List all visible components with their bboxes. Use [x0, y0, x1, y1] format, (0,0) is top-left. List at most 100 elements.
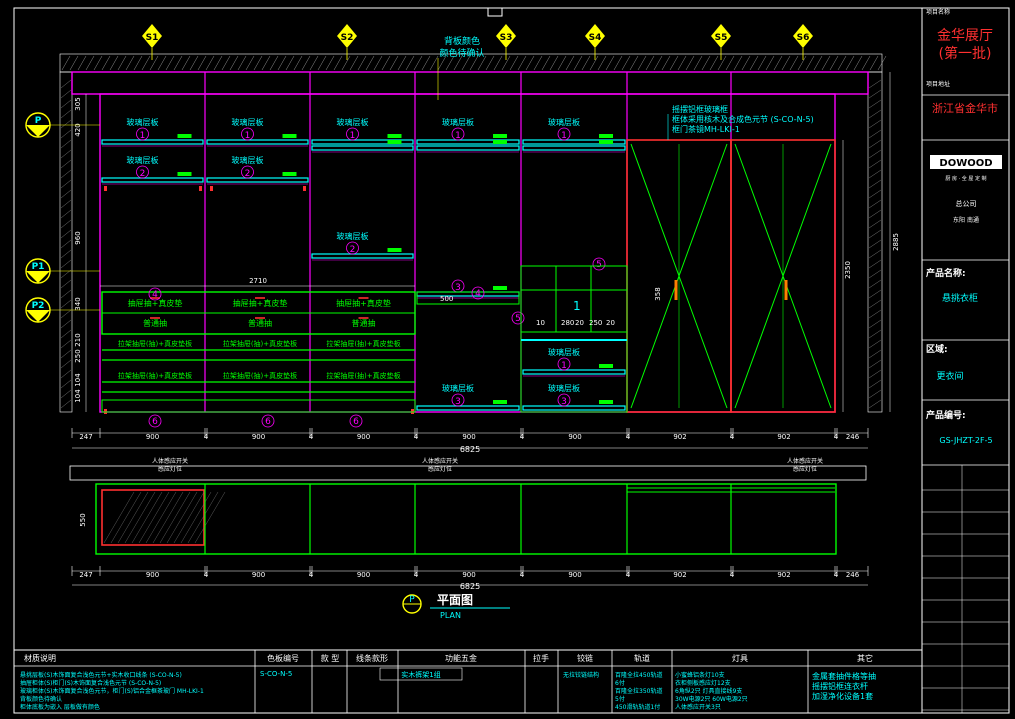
hatch-line: [868, 99, 882, 109]
hatch-line: [868, 259, 882, 269]
hatch-line: [357, 55, 367, 71]
company-sub: 东阳 南通: [953, 216, 979, 224]
light-strip: [493, 400, 507, 404]
dim-text: 20: [575, 319, 584, 327]
glass-shelf-label: 玻璃层板: [232, 117, 264, 127]
hatch-line: [605, 55, 615, 71]
item-number: 1: [140, 131, 146, 141]
dim-text-vertical: 340: [74, 297, 82, 310]
hatch-line: [868, 309, 882, 319]
light-strip: [493, 140, 507, 144]
other-line: 摇摆铝框连衣杆: [812, 681, 868, 691]
base-drawer: [101, 399, 416, 413]
item-number: 4: [475, 289, 481, 299]
hatch-line: [60, 379, 72, 389]
light-line: 小蜜蜂铝条灯10支: [675, 671, 725, 679]
item-number-circle: [451, 393, 465, 407]
hatch-line: [213, 55, 223, 71]
item-number-circle: [511, 311, 525, 325]
hatch-line: [597, 55, 607, 71]
plan-title: 平面图: [437, 593, 473, 607]
dim-text: 4: [204, 571, 209, 579]
hatch-line: [533, 55, 543, 71]
hatch-line: [868, 219, 882, 229]
hatch-line: [837, 55, 847, 71]
hatch-line: [60, 279, 72, 289]
drawer-block: 抽屉抽+真皮垫普通抽抽屉抽+真皮垫普通抽抽屉抽+真皮垫普通抽拉架抽屉(抽)+真皮…: [100, 257, 606, 428]
item-number: 6: [152, 417, 158, 427]
section-marker-label: S6: [797, 33, 810, 43]
hatch-line: [868, 209, 882, 219]
material-line: 玻璃柜体(S)木饰面复合浅色元节，柜门(S)铝合金框茶玻门 MH-LKI-1: [20, 687, 204, 695]
hatch-line: [868, 289, 882, 299]
project-name: (第一批): [939, 45, 992, 62]
hatch-line: [868, 299, 882, 309]
svg-text:1: 1: [573, 299, 581, 313]
item-number: 3: [455, 283, 461, 293]
light-strip: [493, 286, 507, 290]
item-number-circle: [148, 287, 162, 301]
dim-text: 4: [309, 433, 314, 441]
dim-text: 246: [846, 571, 860, 579]
glass-shelf: [416, 145, 520, 151]
title-label: 产品编号:: [926, 409, 966, 421]
item-number-circle: [557, 393, 571, 407]
hatch-line: [309, 55, 319, 71]
track-line: 450滑轨轨道1付: [615, 703, 660, 711]
glass-shelf-label: 玻璃层板: [127, 117, 159, 127]
dim-text-vertical: 550: [79, 513, 87, 526]
hatch-line: [517, 55, 527, 71]
side-walls: [59, 71, 883, 413]
product-code: GS-JHZT-2F-5: [939, 436, 992, 445]
dim-text-vertical: 358: [654, 287, 662, 300]
dim-text-vertical: 104: [74, 373, 82, 387]
pull-label: 拉架抽屉(抽)+真皮垫板: [118, 371, 192, 380]
glass-shelf: [206, 177, 309, 183]
hatch-line: [205, 55, 215, 71]
pull-label: 拉架抽屉(抽)+真皮垫板: [223, 371, 297, 380]
item-number-circle: [557, 357, 571, 371]
material-line: 柜体底板为嵌入 层板做有颜色: [20, 703, 100, 711]
hatch-line: [60, 189, 72, 199]
wardrobe-note: 摇摆铝框玻璃框: [672, 104, 728, 114]
material-line: 悬挑层板(S)木饰面复合浅色元节+实木收口线条 (S-CO-N-5): [20, 671, 182, 679]
hatch-line: [60, 219, 72, 229]
item-number: 3: [455, 397, 461, 407]
glass-shelf: [522, 369, 626, 375]
dim-text: 900: [357, 571, 370, 579]
plan-view: 550: [69, 465, 867, 555]
item-number-circle: [557, 127, 571, 141]
glass-shelf: [206, 139, 309, 145]
dim-text: 902: [673, 433, 686, 441]
hatch-line: [445, 55, 455, 71]
plan-hatch-line: [103, 491, 135, 544]
hatch-line: [429, 55, 439, 71]
hatch-line: [269, 55, 279, 71]
hatch-line: [461, 55, 471, 71]
track-line: 6付: [615, 679, 625, 687]
hatch-line: [725, 55, 735, 71]
hatch-line: [781, 55, 791, 71]
plan-hatch-line: [152, 491, 184, 544]
hatch-line: [60, 169, 72, 179]
hatch-line: [157, 55, 167, 71]
item-number: 1: [455, 131, 461, 141]
dim-text: 4: [520, 433, 525, 441]
project-name: 金华展厅: [937, 28, 993, 44]
glass-shelf-label: 玻璃层板: [548, 117, 580, 127]
item-number: 1: [245, 131, 251, 141]
table-header: 线条款形: [356, 653, 388, 663]
hatch-line: [69, 55, 79, 71]
dim-text: 4: [414, 433, 419, 441]
hatch-line: [365, 55, 375, 71]
glass-shelf: [311, 139, 414, 145]
hatch-line: [349, 55, 359, 71]
hatch-line: [677, 55, 687, 71]
plan-hatch-line: [159, 491, 191, 544]
logo-box: [930, 155, 1002, 169]
rod-bracket: [199, 186, 202, 191]
company-name: 总公司: [956, 199, 977, 208]
hatch-line: [60, 319, 72, 329]
